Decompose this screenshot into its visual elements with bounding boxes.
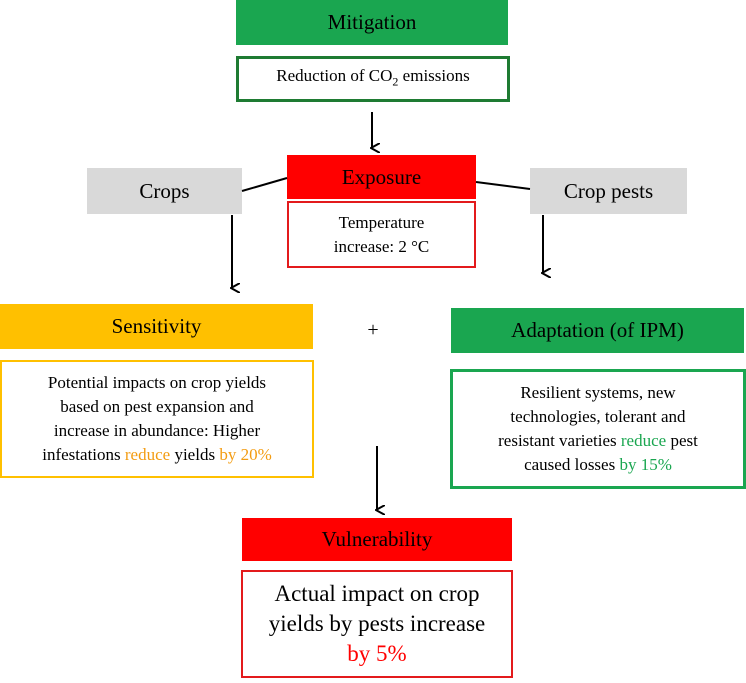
adaptation-line2: technologies, tolerant and: [510, 407, 686, 426]
sensitivity-detail-box: Potential impacts on crop yields based o…: [0, 360, 314, 478]
adaptation-header: Adaptation (of IPM): [451, 308, 744, 353]
exposure-detail-box: Temperature increase: 2 °C: [287, 201, 476, 268]
vulnerability-line1: Actual impact on crop: [274, 581, 480, 606]
crop-pests-box: Crop pests: [530, 168, 687, 214]
line-crops-to-exposure: [241, 177, 288, 192]
vulnerability-line3: by 5%: [347, 641, 407, 666]
crops-title: Crops: [139, 178, 190, 203]
mitigation-detail-text: Reduction of CO2 emissions: [276, 66, 470, 89]
mitigation-header: Mitigation: [236, 0, 508, 45]
sensitivity-line1: Potential impacts on crop yields: [47, 373, 267, 392]
adaptation-title: Adaptation (of IPM): [511, 318, 684, 342]
adaptation-line3: resistant varieties reduce pest: [498, 431, 698, 450]
vulnerability-line2: yields by pests increase: [268, 611, 486, 636]
exposure-header: Exposure: [287, 155, 476, 199]
mitigation-detail-box: Reduction of CO2 emissions: [236, 56, 510, 102]
sensitivity-line2: based on pest expansion and: [60, 397, 254, 416]
sensitivity-header: Sensitivity: [0, 304, 313, 349]
adaptation-detail-box: Resilient systems, new technologies, tol…: [450, 369, 746, 489]
vulnerability-detail-box: Actual impact on crop yields by pests in…: [241, 570, 513, 678]
exposure-detail-line1: Temperature: [338, 212, 425, 232]
line-exposure-to-crop-pests: [475, 181, 531, 190]
adaptation-line1: Resilient systems, new: [520, 383, 676, 402]
exposure-detail-line2: increase: 2 °C: [333, 236, 430, 256]
vulnerability-header: Vulnerability: [242, 518, 512, 561]
exposure-title: Exposure: [341, 164, 422, 189]
sensitivity-line4: infestations reduce yields by 20%: [42, 445, 272, 464]
crops-box: Crops: [87, 168, 242, 214]
mitigation-title: Mitigation: [327, 10, 417, 34]
sensitivity-title: Sensitivity: [111, 314, 202, 338]
crop-pests-title: Crop pests: [563, 178, 654, 203]
vulnerability-title: Vulnerability: [321, 527, 433, 551]
sensitivity-line3: increase in abundance: Higher: [53, 421, 261, 440]
plus-sign: +: [367, 318, 379, 341]
adaptation-line4: caused losses by 15%: [524, 455, 672, 474]
